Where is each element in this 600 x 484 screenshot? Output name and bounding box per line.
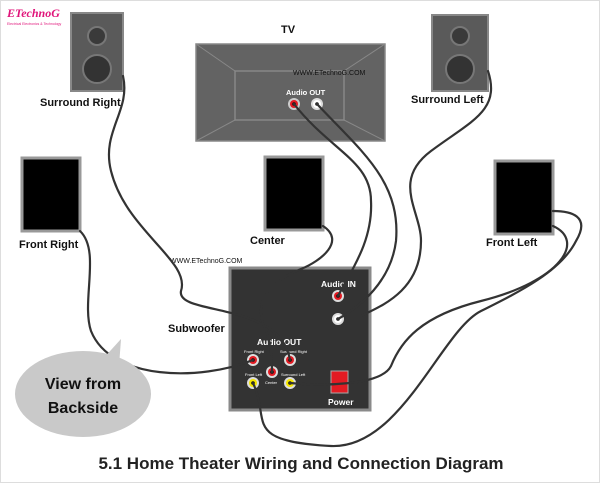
front-right-label: Front Right	[19, 239, 79, 251]
logo: ETechnoG Electrical Electronics & Techno…	[6, 6, 61, 26]
tv-watermark: WWW.ETechnoG.COM	[293, 70, 366, 77]
wire-front-left	[251, 209, 583, 448]
wire-center	[259, 224, 334, 374]
wire-tv-red-to-sub-in	[292, 102, 373, 298]
jack-label-front-right: Front Right	[244, 349, 265, 354]
wire-surround-left-top	[359, 69, 493, 318]
power-switch[interactable]	[330, 370, 349, 394]
surround-left-speaker: Surround Left	[411, 14, 489, 106]
subwoofer-watermark: WWW.ETechnoG.COM	[170, 258, 243, 265]
wire-surround-right	[107, 74, 292, 362]
front-right-speaker: Front Right	[19, 156, 82, 251]
diagram-title: 5.1 Home Theater Wiring and Connection D…	[98, 454, 503, 473]
tv-audio-out-label: Audio OUT	[286, 88, 326, 97]
jack-label-surround-right: Surround Right	[280, 349, 308, 354]
subwoofer: WWW.ETechnoG.COM Subwoofer Audio IN Audi…	[168, 258, 372, 412]
power-label: Power	[328, 397, 354, 407]
tv-label: TV	[281, 24, 296, 36]
logo-tagline: Electrical Electronics & Technology	[7, 22, 61, 26]
surround-right-label: Surround Right	[40, 97, 121, 109]
center-speaker: Center	[250, 155, 325, 247]
callout-bubble: View from Backside	[15, 339, 151, 437]
wires	[78, 69, 583, 448]
surround-left-label: Surround Left	[411, 94, 484, 106]
subwoofer-label: Subwoofer	[168, 323, 226, 335]
logo-text: ETechnoG	[6, 6, 60, 20]
jack-label-surround-left: Surround Left	[281, 372, 306, 377]
callout-line2: Backside	[48, 400, 118, 417]
wire-surround-left	[288, 224, 569, 386]
tv: TV WWW.ETechnoG.COM Audio OUT	[195, 24, 386, 142]
center-label: Center	[250, 235, 286, 247]
front-left-label: Front Left	[486, 237, 538, 249]
audio-in-label: Audio IN	[321, 279, 356, 289]
surround-right-speaker: Surround Right	[40, 12, 124, 109]
jack-label-center: Center	[265, 380, 278, 385]
callout-line1: View from	[45, 376, 121, 393]
front-left-speaker: Front Left	[486, 159, 555, 249]
audio-out-label: Audio OUT	[257, 337, 302, 347]
jack-label-front-left: Front Left	[245, 372, 263, 377]
wire-tv-white-to-sub-in	[315, 102, 398, 321]
wire-front-right	[78, 229, 255, 375]
